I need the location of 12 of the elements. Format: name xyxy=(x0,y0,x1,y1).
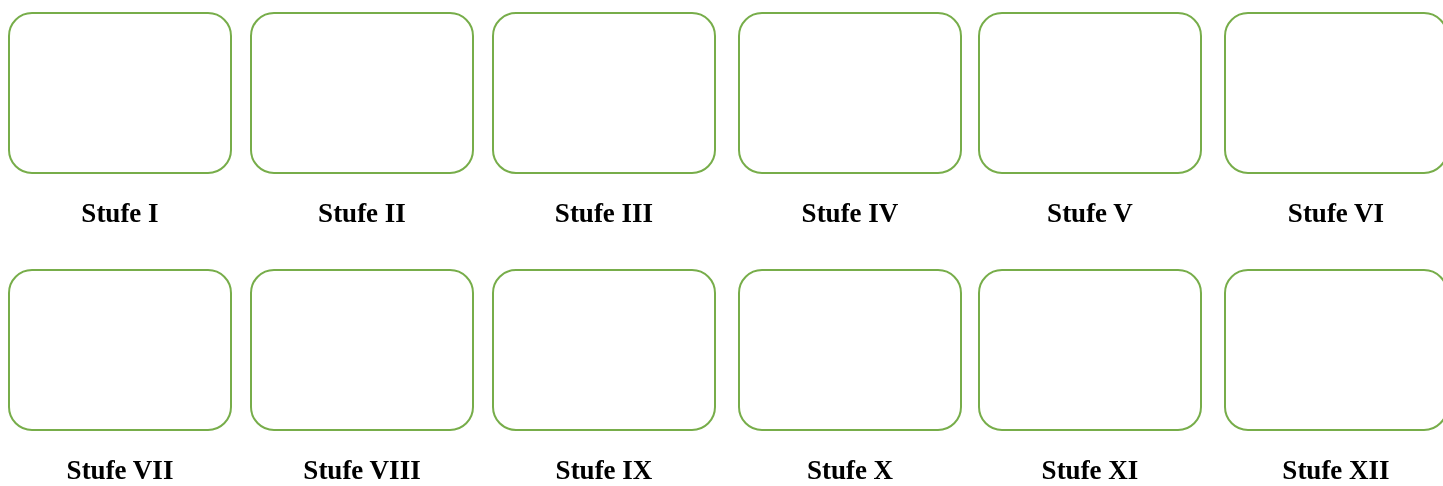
stage-label: Stufe I xyxy=(80,198,160,229)
stage-label: Stufe III xyxy=(553,198,655,229)
stage-label: Stufe XI xyxy=(1040,455,1140,486)
stage-label: Stufe V xyxy=(1046,198,1134,229)
stage-label: Stufe IX xyxy=(554,455,654,486)
stage-label: Stufe XII xyxy=(1281,455,1391,486)
stage-label: Stufe II xyxy=(317,198,407,229)
stage-label: Stufe VIII xyxy=(302,455,422,486)
stage-label: Stufe VII xyxy=(65,455,175,486)
stage-label: Stufe VI xyxy=(1286,198,1386,229)
stage-label: Stufe X xyxy=(805,455,895,486)
stage-label: Stufe IV xyxy=(800,198,900,229)
